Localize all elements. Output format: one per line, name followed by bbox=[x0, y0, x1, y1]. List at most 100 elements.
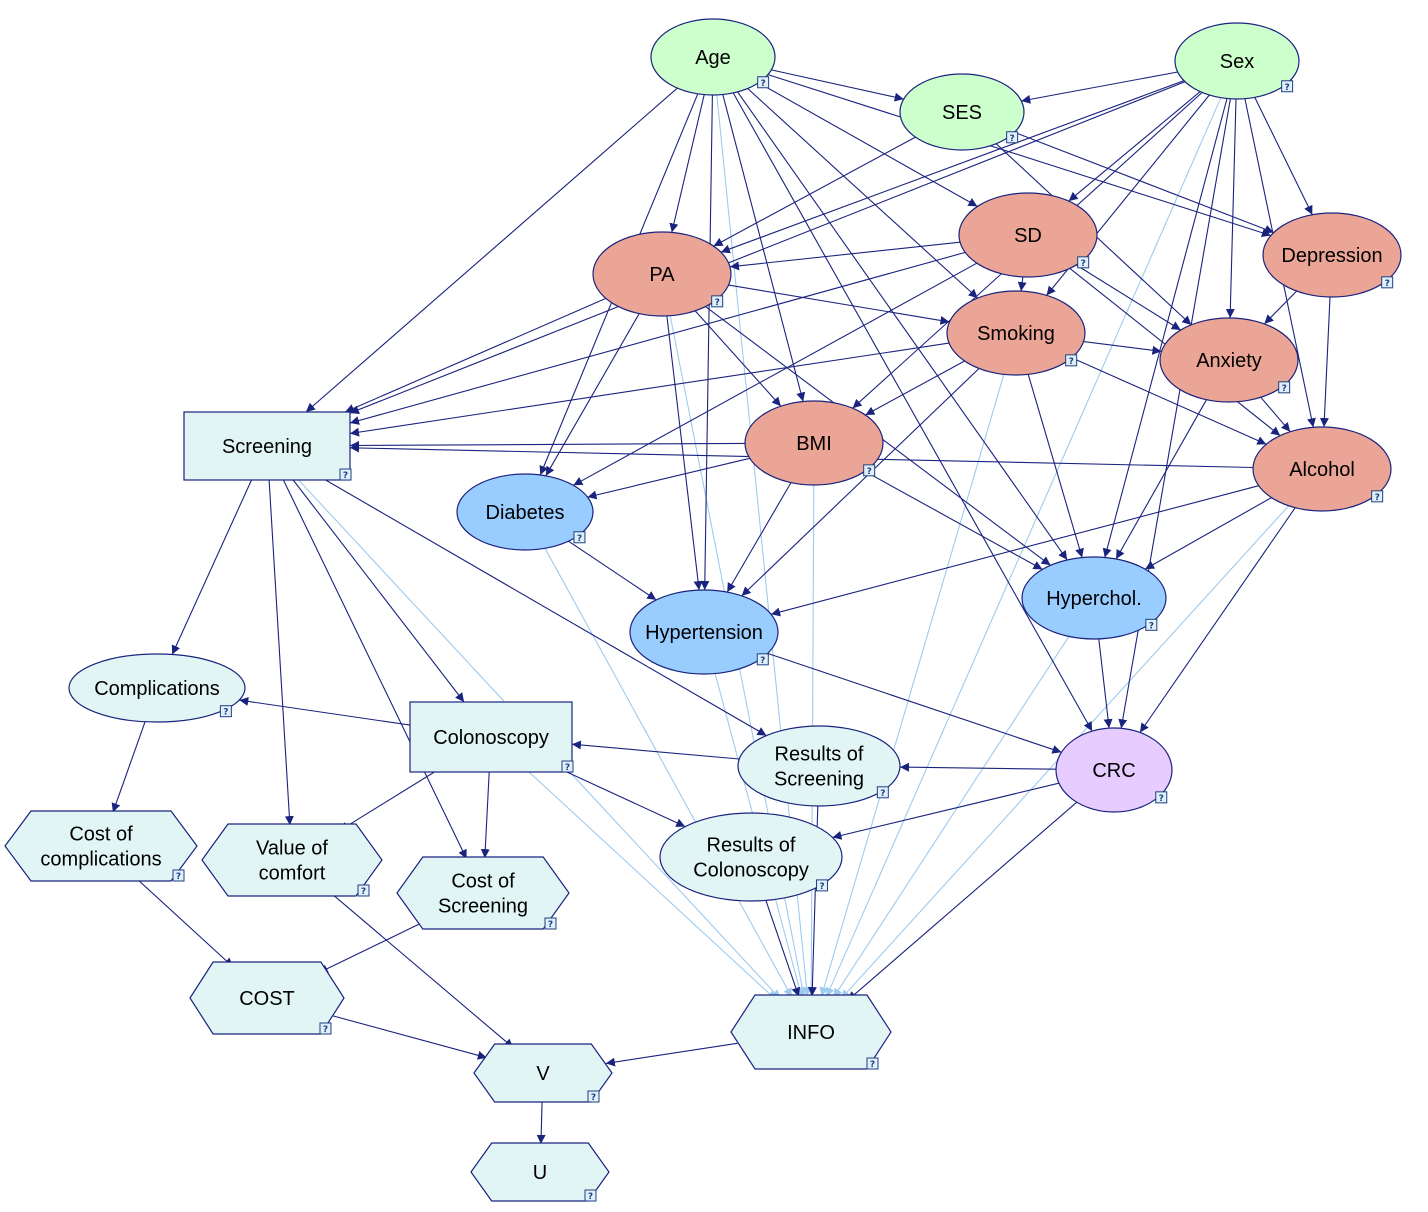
cost-screening-shape bbox=[396, 856, 570, 930]
bmi-label: BMI bbox=[796, 433, 832, 455]
complications-shape bbox=[68, 653, 246, 723]
edge-anxiety-to-alcohol bbox=[1260, 396, 1291, 433]
node-hypertension[interactable]: Hypertension? bbox=[629, 589, 779, 675]
question-badge-icon[interactable]: ? bbox=[757, 76, 770, 89]
question-badge-icon[interactable]: ? bbox=[1281, 80, 1294, 93]
node-anxiety[interactable]: Anxiety? bbox=[1159, 317, 1299, 403]
question-badge-icon[interactable]: ? bbox=[587, 1090, 600, 1103]
cost-complications-shape bbox=[4, 810, 198, 882]
question-badge-icon[interactable]: ? bbox=[319, 1022, 332, 1035]
node-complications[interactable]: Complications? bbox=[68, 653, 246, 723]
edge-bmi-to-screening bbox=[349, 440, 746, 450]
node-cost[interactable]: COST? bbox=[189, 961, 345, 1035]
sex-shape bbox=[1174, 22, 1300, 100]
question-badge-icon[interactable]: ? bbox=[1381, 276, 1394, 289]
question-badge-icon[interactable]: ? bbox=[1278, 381, 1291, 394]
edge-smoking-to-hypertension bbox=[741, 368, 980, 597]
svg-text:?: ? bbox=[715, 298, 720, 308]
pa-shape bbox=[592, 231, 732, 317]
svg-text:?: ? bbox=[867, 467, 872, 477]
svg-text:?: ? bbox=[565, 763, 570, 773]
edge-cost-screening-to-cost bbox=[318, 919, 429, 974]
edge-age-to-pa bbox=[669, 94, 705, 233]
info-label: INFO bbox=[787, 1022, 835, 1044]
svg-text:?: ? bbox=[323, 1025, 328, 1035]
v-shape bbox=[473, 1043, 613, 1103]
node-alcohol[interactable]: Alcohol? bbox=[1252, 426, 1392, 512]
question-badge-icon[interactable]: ? bbox=[711, 295, 724, 308]
question-badge-icon[interactable]: ? bbox=[876, 786, 889, 799]
node-age[interactable]: Age? bbox=[650, 18, 776, 96]
question-badge-icon[interactable]: ? bbox=[339, 468, 352, 481]
node-pa[interactable]: PA? bbox=[592, 231, 732, 317]
svg-text:?: ? bbox=[176, 872, 181, 882]
complications-label: Complications bbox=[94, 678, 220, 700]
node-colonoscopy[interactable]: Colonoscopy? bbox=[409, 701, 574, 773]
node-screening[interactable]: Screening? bbox=[183, 411, 352, 481]
edge-cost-complications-to-cost bbox=[135, 877, 234, 968]
results-colonoscopy-label: Results of bbox=[707, 835, 796, 857]
question-badge-icon[interactable]: ? bbox=[1155, 791, 1168, 804]
edge-depression-to-anxiety bbox=[1264, 290, 1297, 325]
node-sex[interactable]: Sex? bbox=[1174, 22, 1300, 100]
question-badge-icon[interactable]: ? bbox=[756, 653, 769, 666]
question-badge-icon[interactable]: ? bbox=[866, 1057, 879, 1070]
node-diabetes[interactable]: Diabetes? bbox=[456, 473, 594, 551]
edge-sex-to-anxiety bbox=[1225, 98, 1237, 319]
node-depression[interactable]: Depression? bbox=[1262, 212, 1402, 298]
svg-text:?: ? bbox=[1069, 357, 1074, 367]
edge-alcohol-to-crc bbox=[1139, 507, 1296, 733]
edge-smoking-to-anxiety bbox=[1083, 341, 1162, 355]
question-badge-icon[interactable]: ? bbox=[1077, 256, 1090, 269]
svg-text:?: ? bbox=[1385, 279, 1390, 289]
edge-smoking-to-screening bbox=[349, 342, 950, 437]
edge-age-to-hypertension bbox=[700, 94, 713, 591]
edge-pa-to-smoking bbox=[728, 284, 950, 325]
edge-alcohol-to-hyperchol bbox=[1144, 497, 1272, 570]
anxiety-shape bbox=[1159, 317, 1299, 403]
alcohol-shape bbox=[1252, 426, 1392, 512]
node-bmi[interactable]: BMI? bbox=[744, 400, 884, 486]
edge-sex-to-screening bbox=[349, 81, 1186, 414]
edge-hypertension-to-crc bbox=[767, 652, 1062, 754]
edge-ses-to-depression bbox=[1014, 131, 1274, 234]
cost-label: COST bbox=[239, 988, 295, 1010]
ses-shape bbox=[899, 73, 1025, 151]
node-ses[interactable]: SES? bbox=[899, 73, 1025, 151]
node-layer: Age? Sex? SES? SD? Depression? PA? Smoking? Anx… bbox=[4, 18, 1402, 1202]
question-badge-icon[interactable]: ? bbox=[219, 705, 232, 718]
node-info[interactable]: INFO? bbox=[730, 994, 892, 1070]
edge-sd-to-smoking bbox=[1017, 276, 1027, 292]
node-v[interactable]: V? bbox=[473, 1043, 613, 1103]
question-badge-icon[interactable]: ? bbox=[584, 1189, 597, 1202]
svg-text:?: ? bbox=[760, 656, 765, 666]
edge-pa-to-diabetes bbox=[545, 313, 640, 477]
crc-label: CRC bbox=[1092, 760, 1135, 782]
svg-text:?: ? bbox=[1081, 259, 1086, 269]
question-badge-icon[interactable]: ? bbox=[863, 464, 876, 477]
node-smoking[interactable]: Smoking? bbox=[946, 290, 1086, 376]
node-crc[interactable]: CRC? bbox=[1055, 727, 1173, 813]
edge-screening-to-complications bbox=[171, 479, 253, 655]
node-u[interactable]: U? bbox=[470, 1142, 610, 1202]
question-badge-icon[interactable]: ? bbox=[357, 884, 370, 897]
question-badge-icon[interactable]: ? bbox=[1006, 131, 1019, 144]
question-badge-icon[interactable]: ? bbox=[561, 760, 574, 773]
question-badge-icon[interactable]: ? bbox=[1371, 490, 1384, 503]
bmi-shape bbox=[744, 400, 884, 486]
node-sd[interactable]: SD? bbox=[958, 192, 1098, 278]
question-badge-icon[interactable]: ? bbox=[1145, 618, 1158, 631]
question-badge-icon[interactable]: ? bbox=[172, 869, 185, 882]
question-badge-icon[interactable]: ? bbox=[816, 879, 829, 892]
question-badge-icon[interactable]: ? bbox=[544, 917, 557, 930]
question-badge-icon[interactable]: ? bbox=[573, 531, 586, 544]
question-badge-icon[interactable]: ? bbox=[1065, 354, 1078, 367]
edge-results-colonoscopy-to-info bbox=[765, 900, 801, 997]
node-hyperchol[interactable]: Hyperchol.? bbox=[1021, 556, 1167, 640]
